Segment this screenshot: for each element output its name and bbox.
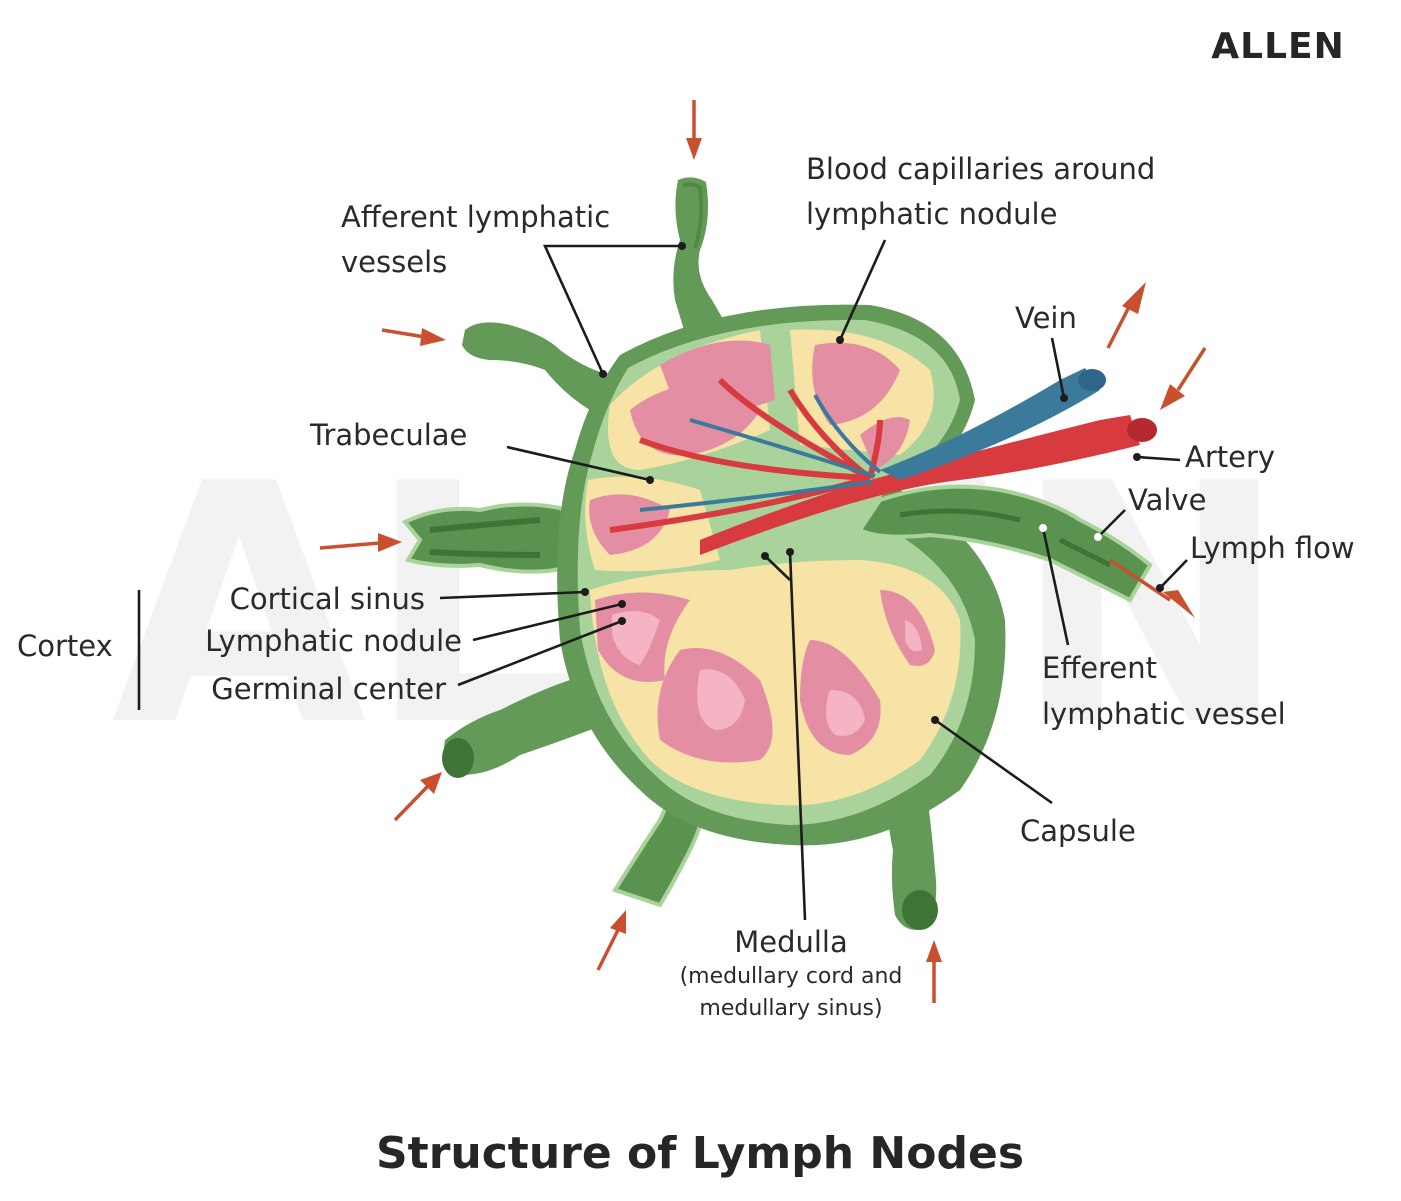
label-medulla: Medulla xyxy=(734,925,848,959)
blood-vessels xyxy=(609,368,1157,555)
label-capsule: Capsule xyxy=(1020,814,1136,848)
label-cortex: Cortex xyxy=(17,629,113,663)
afferent-vessel-top xyxy=(673,177,735,350)
leader-lines xyxy=(137,239,1188,921)
label-afferent-line2: vessels xyxy=(341,245,447,279)
label-capillaries-line1: Blood capillaries around xyxy=(806,152,1155,186)
label-vein: Vein xyxy=(1015,301,1077,335)
afferent-vessel-left xyxy=(401,502,582,574)
allen-logo: ALLEN xyxy=(1211,26,1344,67)
vein-opening xyxy=(1078,369,1106,391)
label-efferent-line1: Efferent xyxy=(1042,651,1157,685)
label-medulla-sub1: (medullary cord and xyxy=(680,964,903,989)
label-afferent-line1: Afferent lymphatic xyxy=(341,200,610,234)
diagram-title: Structure of Lymph Nodes xyxy=(376,1128,1024,1179)
label-cortical-sinus: Cortical sinus xyxy=(230,582,425,616)
label-lymphatic-nodule: Lymphatic nodule xyxy=(205,624,462,658)
efferent-lymphatic-vessel xyxy=(857,484,1153,603)
label-trabeculae: Trabeculae xyxy=(309,418,467,452)
label-capillaries-line2: lymphatic nodule xyxy=(806,197,1057,231)
label-valve: Valve xyxy=(1128,483,1206,517)
label-lymph-flow: Lymph flow xyxy=(1190,531,1355,565)
lymph-flow-arrows xyxy=(319,100,1207,1003)
label-efferent-line2: lymphatic vessel xyxy=(1042,697,1286,731)
germinal-center-left xyxy=(612,611,660,665)
label-medulla-sub2: medullary sinus) xyxy=(699,996,882,1021)
label-germinal-center: Germinal center xyxy=(211,672,446,706)
artery-opening xyxy=(1127,418,1157,442)
label-artery: Artery xyxy=(1185,440,1275,474)
